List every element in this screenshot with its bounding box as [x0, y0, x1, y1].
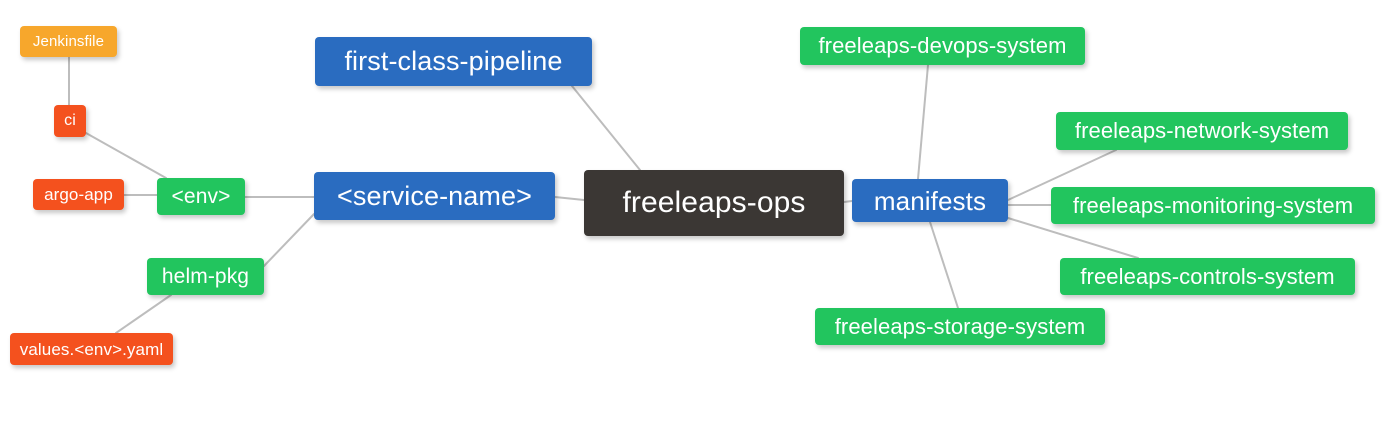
node-service-name[interactable]: <service-name> [314, 172, 555, 220]
node-freeleaps-storage-system[interactable]: freeleaps-storage-system [815, 308, 1105, 345]
node-manifests[interactable]: manifests [852, 179, 1008, 222]
node-jenkinsfile[interactable]: Jenkinsfile [20, 26, 117, 57]
edge-env-to-ci [85, 132, 167, 179]
node-argo-app[interactable]: argo-app [33, 179, 124, 210]
node-first-class-pipeline[interactable]: first-class-pipeline [315, 37, 592, 86]
edge-manifests-to-freeleaps-controls-system [1007, 217, 1139, 259]
node-ci[interactable]: ci [54, 105, 86, 137]
node-freeleaps-network-system[interactable]: freeleaps-network-system [1056, 112, 1348, 150]
node-env[interactable]: <env> [157, 178, 245, 215]
edge-freeleaps-ops-to-manifests [843, 200, 853, 203]
edge-first-class-pipeline-to-freeleaps-ops [571, 85, 641, 171]
edge-service-name-to-helm-pkg [263, 213, 315, 267]
edge-service-name-to-freeleaps-ops [554, 196, 585, 201]
node-freeleaps-devops-system[interactable]: freeleaps-devops-system [800, 27, 1085, 65]
node-freeleaps-ops[interactable]: freeleaps-ops [584, 170, 844, 236]
node-helm-pkg[interactable]: helm-pkg [147, 258, 264, 295]
node-freeleaps-monitoring-system[interactable]: freeleaps-monitoring-system [1051, 187, 1375, 224]
edge-manifests-to-freeleaps-storage-system [929, 221, 959, 309]
edge-helm-pkg-to-values-env-yaml [115, 294, 172, 334]
node-values-env-yaml[interactable]: values.<env>.yaml [10, 333, 173, 365]
edge-manifests-to-freeleaps-devops-system [917, 64, 929, 180]
node-freeleaps-controls-system[interactable]: freeleaps-controls-system [1060, 258, 1355, 295]
